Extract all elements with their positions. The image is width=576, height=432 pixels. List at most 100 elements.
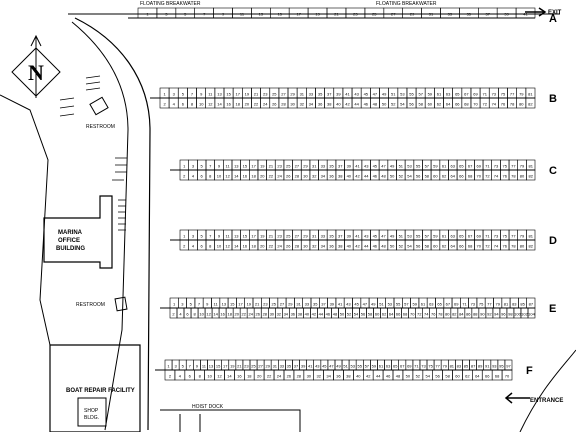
slip-number: 20 xyxy=(260,244,265,249)
slip-number: 78 xyxy=(511,244,516,249)
slip-number: 63 xyxy=(450,234,455,239)
slip-number: 12 xyxy=(217,374,222,379)
slip-number: 81 xyxy=(528,234,533,239)
slip-number: 12 xyxy=(206,312,211,317)
slip-number: 80 xyxy=(520,174,525,179)
slip-number: 25 xyxy=(286,234,291,239)
slip-number: 77 xyxy=(435,364,440,369)
slip-number: 17 xyxy=(251,234,256,239)
slip-number: 56 xyxy=(361,312,366,317)
slip-number: 38 xyxy=(346,374,351,379)
slip-number: 2 xyxy=(183,244,186,249)
slip-number: 68 xyxy=(403,312,408,317)
slip-number: 32 xyxy=(312,174,317,179)
slip-number: 49 xyxy=(390,234,395,239)
slip-number: 50 xyxy=(390,174,395,179)
slip-number: 44 xyxy=(364,244,369,249)
slip-number: 21 xyxy=(237,364,242,369)
slip-number: 37 xyxy=(338,234,343,239)
slip-number: 22 xyxy=(254,102,259,107)
slip-number: 28 xyxy=(295,244,300,249)
slip-number: 23 xyxy=(353,12,358,17)
slip-number: 8 xyxy=(199,374,202,379)
slip-number: 41 xyxy=(345,92,350,97)
slip-number: 15 xyxy=(216,364,221,369)
slip-number: 1 xyxy=(146,12,149,17)
slip-number: 21 xyxy=(269,234,274,239)
slip-number: 73 xyxy=(494,234,499,239)
slip-number: 31 xyxy=(429,12,434,17)
slip-number: 43 xyxy=(364,234,369,239)
slip-number: 3 xyxy=(173,92,176,97)
slip-number: 38 xyxy=(338,244,343,249)
slip-number: 39 xyxy=(347,164,352,169)
slip-number: 76 xyxy=(501,102,506,107)
slip-number: 27 xyxy=(280,302,285,307)
shop-label-1: SHOP xyxy=(84,408,99,414)
slip-number: 27 xyxy=(391,12,396,17)
slip-number: 64 xyxy=(446,102,451,107)
slip-number: 13 xyxy=(217,92,222,97)
slip-number: 42 xyxy=(345,102,350,107)
slip-number: 10 xyxy=(217,244,222,249)
slip xyxy=(515,7,536,19)
slip-number: 7 xyxy=(209,234,212,239)
slip-number: 28 xyxy=(263,312,268,317)
slip-number: 38 xyxy=(298,312,303,317)
slip-number: 41 xyxy=(355,164,360,169)
slip-number: 27 xyxy=(295,164,300,169)
slip-number: 36 xyxy=(329,244,334,249)
slip-number: 46 xyxy=(386,374,391,379)
slip-number: 84 xyxy=(459,312,464,317)
slip-number: 17 xyxy=(235,92,240,97)
slip-number: 61 xyxy=(379,364,384,369)
slip-number: 78 xyxy=(438,312,443,317)
slip-number: 53 xyxy=(407,234,412,239)
slip-number: 55 xyxy=(396,302,401,307)
slip-number: 45 xyxy=(364,92,369,97)
slip-number: 74 xyxy=(494,244,499,249)
slip-number: 65 xyxy=(459,234,464,239)
slip-number: 86 xyxy=(466,312,471,317)
slip-number: 46 xyxy=(364,102,369,107)
slip-number: 6 xyxy=(200,174,203,179)
slip-number: 60 xyxy=(433,244,438,249)
slip-number: 19 xyxy=(230,364,235,369)
slip-number: 60 xyxy=(433,174,438,179)
shoreline xyxy=(74,17,151,431)
slip-number: 21 xyxy=(254,92,259,97)
slip-number: 65 xyxy=(459,164,464,169)
shop-label-2: BLDG. xyxy=(84,415,99,421)
slip-number: 23 xyxy=(277,164,282,169)
slip-number: 57 xyxy=(425,234,430,239)
slip-number: 6 xyxy=(200,244,203,249)
slip-number: 48 xyxy=(333,312,338,317)
slip-number: 20 xyxy=(234,312,239,317)
slip-number: 29 xyxy=(410,12,415,17)
slip-number: 28 xyxy=(295,174,300,179)
slip-number: 1 xyxy=(173,302,176,307)
slip-number: 10 xyxy=(199,102,204,107)
slip-number: 56 xyxy=(409,102,414,107)
boat-repair-label: BOAT REPAIR FACILITY xyxy=(66,388,135,394)
slip-number: 36 xyxy=(336,374,341,379)
slip-number: 83 xyxy=(457,364,462,369)
slip-number: 30 xyxy=(307,374,312,379)
slip-number: 9 xyxy=(206,302,209,307)
slip-number: 41 xyxy=(355,234,360,239)
slip-number: 78 xyxy=(511,174,516,179)
slip-number: 25 xyxy=(286,164,291,169)
slip-number: 94 xyxy=(494,312,499,317)
slip xyxy=(525,97,536,109)
slip-number: 72 xyxy=(485,174,490,179)
slip-number: 60 xyxy=(455,374,460,379)
slip-number: 16 xyxy=(220,312,225,317)
slip-number: 71 xyxy=(414,364,419,369)
slip-number: 79 xyxy=(442,364,447,369)
slip-number: 30 xyxy=(290,102,295,107)
slip-number: 73 xyxy=(421,364,426,369)
office-label-2: OFFICE xyxy=(58,238,80,244)
slip-number: 16 xyxy=(243,244,248,249)
slip-number: 36 xyxy=(329,174,334,179)
